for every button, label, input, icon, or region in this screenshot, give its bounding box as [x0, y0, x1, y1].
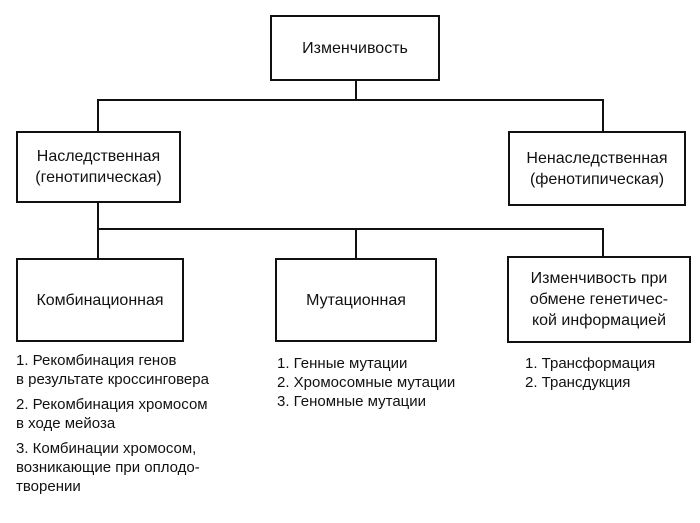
node-variability: Изменчивость — [270, 15, 440, 81]
node-variability-label: Изменчивость — [302, 39, 408, 57]
list-item: 1. Рекомбинация генов в результате кросс… — [16, 352, 209, 388]
list-item: 2. Хромосомные мутации — [277, 374, 456, 391]
node-genetic-exchange: Изменчивость при обмене генетичес- кой и… — [507, 256, 691, 343]
mutational-list: 1. Генные мутации 2. Хромосомные мутации… — [277, 354, 497, 411]
connector-to-hereditary — [97, 99, 99, 131]
connector-hereditary-down — [97, 203, 99, 230]
node-non-hereditary-label: Ненаследственная (фенотипическая) — [526, 149, 668, 188]
node-genetic-exchange-label: Изменчивость при обмене генетичес- кой и… — [529, 270, 669, 329]
connector-to-combinational — [97, 228, 99, 258]
connector-to-exchange — [602, 228, 604, 258]
list-item: 3. Геномные мутации — [277, 393, 427, 410]
list-item: 1. Генные мутации — [277, 355, 408, 372]
connector-level1-horizontal — [97, 99, 604, 101]
connector-to-non-hereditary — [602, 99, 604, 131]
list-item: 1. Трансформация — [525, 355, 656, 372]
node-non-hereditary: Ненаследственная (фенотипическая) — [508, 131, 686, 206]
list-item: 3. Комбинации хромосом, возникающие при … — [16, 440, 200, 495]
node-mutational-label: Мутационная — [306, 291, 406, 309]
exchange-list: 1. Трансформация 2. Трансдукция — [525, 354, 695, 392]
node-hereditary: Наследственная (генотипическая) — [16, 131, 181, 203]
node-mutational: Мутационная — [275, 258, 437, 342]
connector-level2-horizontal — [97, 228, 604, 230]
connector-to-mutational — [355, 228, 357, 258]
combinational-list: 1. Рекомбинация генов в результате кросс… — [16, 351, 266, 502]
connector-root-down — [355, 81, 357, 101]
node-combinational: Комбинационная — [16, 258, 184, 342]
list-item: 2. Трансдукция — [525, 374, 631, 391]
list-item: 2. Рекомбинация хромосом в ходе мейоза — [16, 396, 208, 432]
node-hereditary-label: Наследственная (генотипическая) — [35, 148, 162, 186]
node-combinational-label: Комбинационная — [36, 291, 164, 309]
